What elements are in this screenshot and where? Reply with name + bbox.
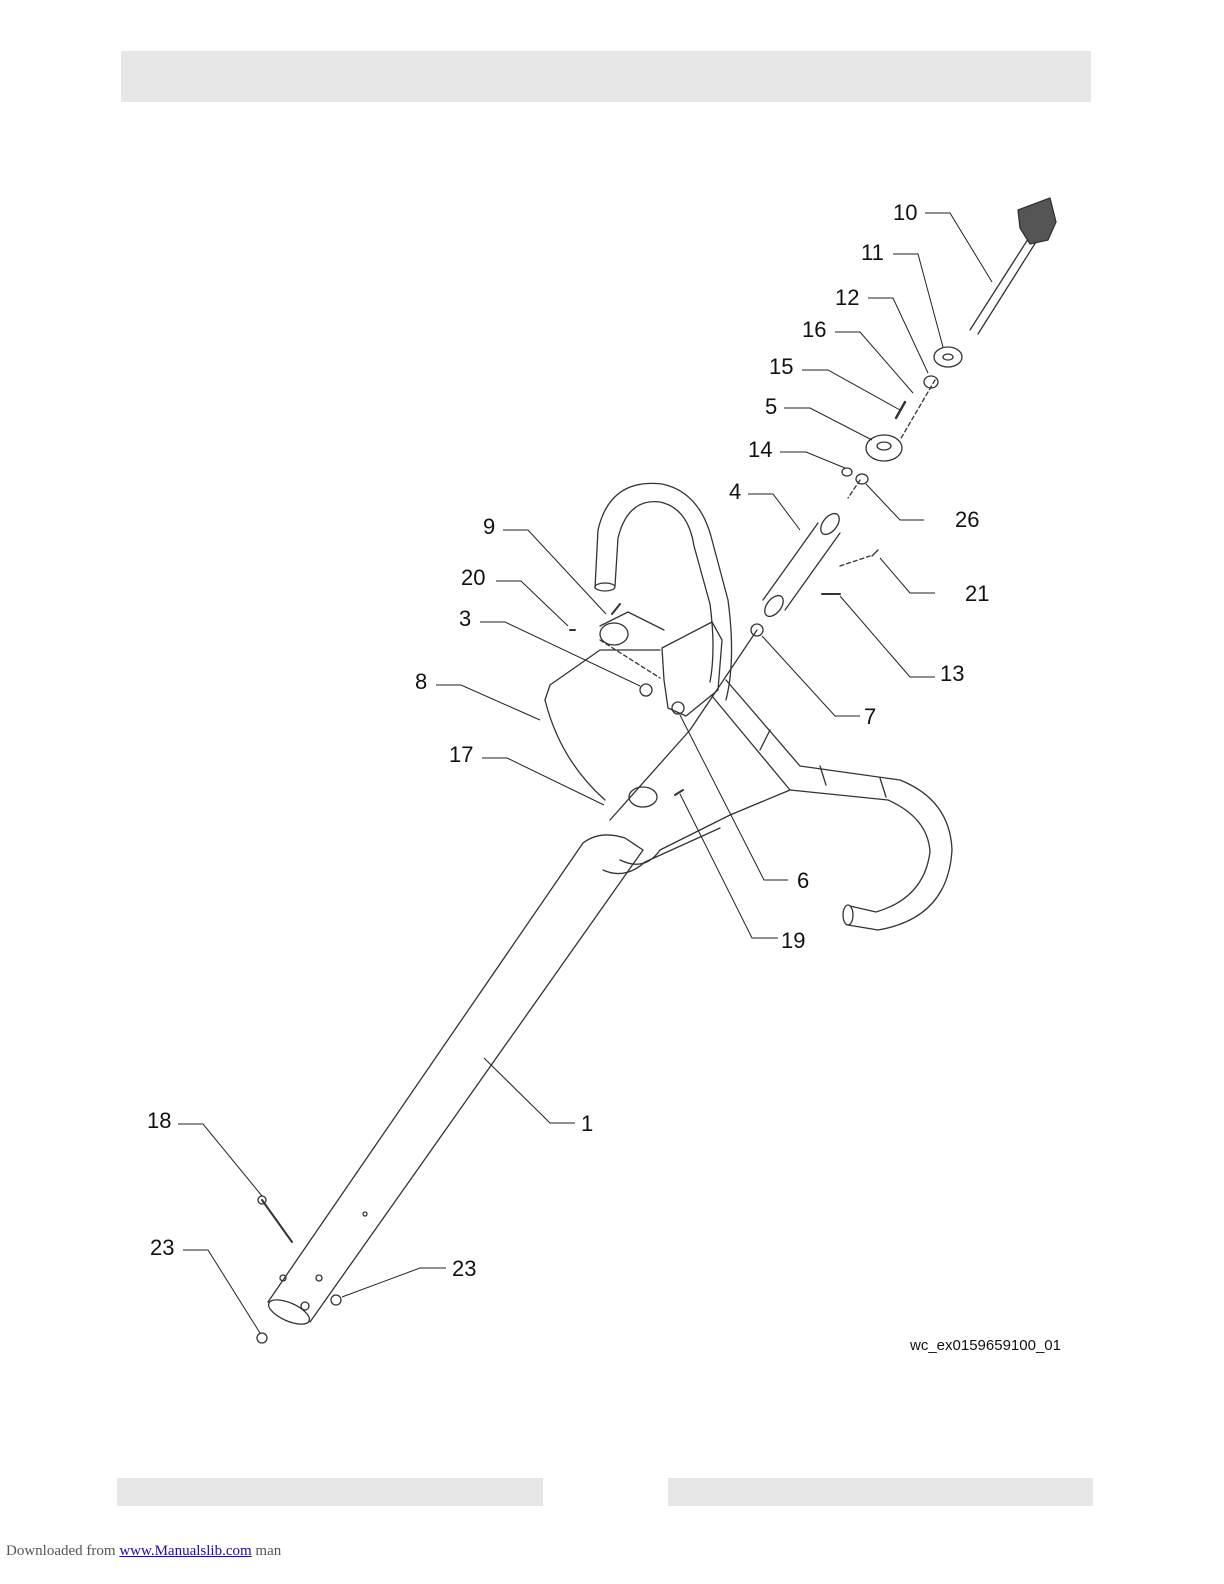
callout-10: 10 [893,200,917,225]
manualslib-link[interactable]: www.Manualslib.com [119,1543,251,1559]
callout-18: 18 [147,1108,171,1133]
callout-20: 20 [461,565,485,590]
callout-1: 1 [581,1111,593,1136]
bushing-5 [866,435,902,461]
callout-4: 4 [729,479,741,504]
callout-numbers: 10 11 12 16 15 5 14 4 26 9 20 21 3 13 8 … [147,200,989,1281]
callout-8: 8 [415,669,427,694]
download-notice: Downloaded from www.Manualslib.com man [6,1543,281,1560]
nut-23-right [331,1295,341,1305]
nut-3 [640,684,652,696]
callout-26: 26 [955,507,979,532]
grip-tube [761,510,843,620]
nut-23-left [257,1333,267,1343]
footer-bar-left [117,1478,543,1506]
download-prefix: Downloaded from [6,1543,116,1559]
bolt-18 [262,1200,292,1242]
ring-14 [842,468,852,476]
callout-6: 6 [797,868,809,893]
callout-19: 19 [781,928,805,953]
footer-bar-right [668,1478,1093,1506]
knob-shaft [970,198,1056,334]
callout-16: 16 [802,317,826,342]
leader-lines [178,213,992,1333]
callout-14: 14 [748,437,772,462]
callout-9: 9 [483,514,495,539]
download-suffix: man [255,1543,281,1559]
callout-15: 15 [769,354,793,379]
washer-11 [934,347,962,367]
screw-21 [872,550,878,556]
callout-17: 17 [449,742,473,767]
callout-13: 13 [940,661,964,686]
callout-21: 21 [965,581,989,606]
throttle-control [600,604,664,645]
callout-5: 5 [765,394,777,419]
clamp-19 [629,787,657,807]
callout-7: 7 [864,704,876,729]
callout-11: 11 [861,240,884,265]
handle-assembly-drawing [257,198,1056,1343]
callout-3: 3 [459,606,471,631]
callout-12: 12 [835,285,859,310]
handle-bar-loop [595,483,952,930]
lever-plate [545,622,722,800]
spring-15 [896,402,905,418]
figure-id-label: wc_ex0159659100_01 [910,1337,1061,1354]
callout-23-right: 23 [452,1256,476,1281]
callout-23-left: 23 [150,1235,174,1260]
